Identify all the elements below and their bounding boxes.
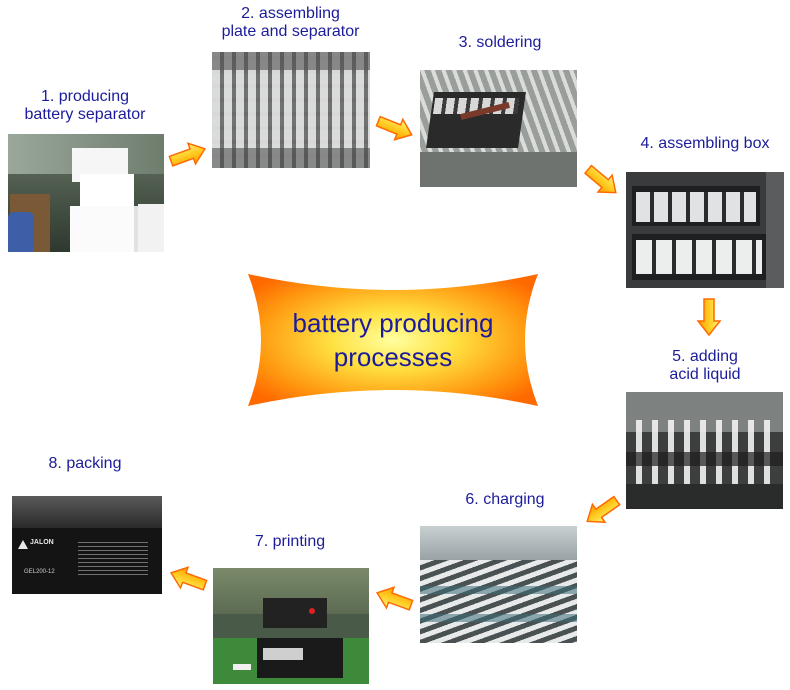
banner-shape — [248, 274, 538, 406]
step-4-label: 4. assembling box — [640, 135, 770, 152]
flow-arrow-3 — [578, 158, 625, 204]
flow-arrow-5 — [578, 489, 626, 533]
step-3-label: 3. soldering — [458, 34, 542, 51]
center-title-line2: processes — [333, 342, 453, 372]
flow-arrow-2 — [372, 108, 419, 147]
step-6-photo — [420, 526, 577, 643]
step-2-photo — [212, 52, 370, 168]
step-8-photo: JALON GEL200-12 — [8, 490, 164, 608]
step-7-label: 7. printing — [254, 533, 326, 550]
flow-arrow-4 — [696, 297, 722, 337]
center-banner: battery producing processes — [244, 270, 542, 410]
flow-arrow-6 — [371, 580, 417, 618]
product-brand: JALON — [30, 539, 54, 546]
step-3-photo — [420, 70, 577, 187]
step-6-label: 6. charging — [465, 491, 545, 508]
flow-arrow-1 — [165, 136, 211, 174]
step-7-photo — [213, 568, 369, 684]
brand-logo-icon — [18, 540, 28, 549]
step-8-label: 8. packing — [48, 455, 122, 472]
step-5-photo — [626, 392, 783, 509]
center-title-line1: battery producing — [292, 308, 494, 338]
product-model: GEL200-12 — [24, 569, 55, 575]
flow-arrow-7 — [165, 560, 211, 598]
step-1-photo — [8, 134, 164, 252]
step-4-photo — [626, 172, 784, 288]
